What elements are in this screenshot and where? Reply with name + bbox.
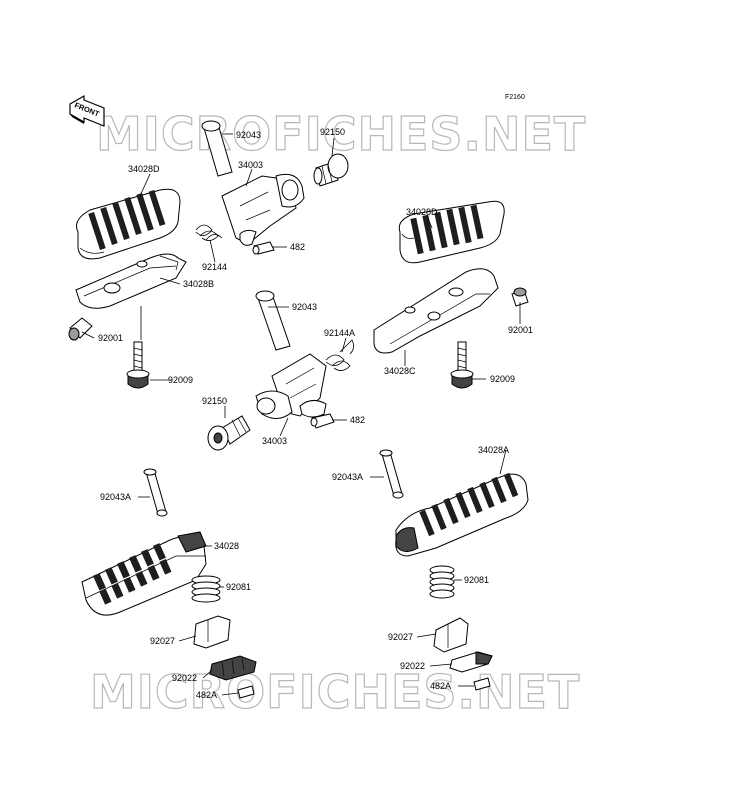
plate-92027-left [193,615,231,649]
footpeg-rubber-34028D-right [398,200,505,264]
watermark-bottom: MICROFICHES.NET [90,665,580,719]
label-482A-right: 482A [430,681,451,691]
bolt-92009-right [450,341,474,389]
footpeg-34028A [395,472,529,557]
pin-92043A-right [379,449,404,499]
front-arrow-icon: FRONT [69,94,105,127]
holder-34003-mid [255,353,327,419]
bolt-92009-left [126,341,150,389]
label-482A-left: 482A [196,690,217,700]
label-34028D-left: 34028D [128,164,160,174]
label-92022-left: 92022 [172,673,197,683]
bolt-92150-top [313,153,349,187]
label-92001-left: 92001 [98,333,123,343]
label-92027-right: 92027 [388,632,413,642]
leader-lines [81,133,521,696]
label-92144: 92144 [202,262,227,272]
footpeg-bracket-34028C [373,268,499,354]
label-34028D-right: 34028D [406,207,438,217]
label-482-top: 482 [290,242,305,252]
spring-92081-left [191,575,221,603]
screw-92001-right [511,287,529,307]
label-92150-top: 92150 [320,127,345,137]
label-92081-left: 92081 [226,582,251,592]
cotter-482A-right [473,677,491,691]
pin-92043A-left [143,468,168,517]
pin-92043-mid [255,290,291,351]
spring-92144A [325,339,354,371]
label-92009-right: 92009 [490,374,515,384]
footpeg-bracket-34028B [75,253,187,309]
label-482-mid: 482 [350,415,365,425]
label-34003-mid: 34003 [262,436,287,446]
detent-92022-right [449,651,493,673]
label-92043-mid: 92043 [292,302,317,312]
cotter-482-mid [310,413,335,429]
plate-92027-right [433,617,469,653]
label-92009-left: 92009 [168,375,193,385]
holder-34003-top [221,173,305,246]
label-34028B: 34028B [183,279,214,289]
pin-92043-top [201,120,233,177]
spring-92081-right [429,565,455,599]
label-34028C: 34028C [384,366,416,376]
detent-92022-left [209,655,257,681]
label-92022-right: 92022 [400,661,425,671]
bolt-92150-mid [207,415,251,451]
label-34028A: 34028A [478,445,509,455]
label-92043A-left: 92043A [100,492,131,502]
figure-code: F2160 [505,94,525,101]
label-92027-left: 92027 [150,636,175,646]
label-92144A: 92144A [324,328,355,338]
label-34028: 34028 [214,541,239,551]
label-92150-mid: 92150 [202,396,227,406]
label-92081-right: 92081 [464,575,489,585]
cotter-482A-left [237,685,255,699]
footpeg-34028 [81,531,207,616]
cotter-482-top [252,241,275,255]
footpeg-rubber-34028D-left [76,188,181,260]
watermark-top: MICROFICHES.NET [96,107,586,161]
label-92043-top: 92043 [236,130,261,140]
label-92001-right: 92001 [508,325,533,335]
screw-92001-left [68,317,93,341]
spring-92144 [195,224,223,241]
label-34003-top: 34003 [238,160,263,170]
label-92043A-right: 92043A [332,472,363,482]
